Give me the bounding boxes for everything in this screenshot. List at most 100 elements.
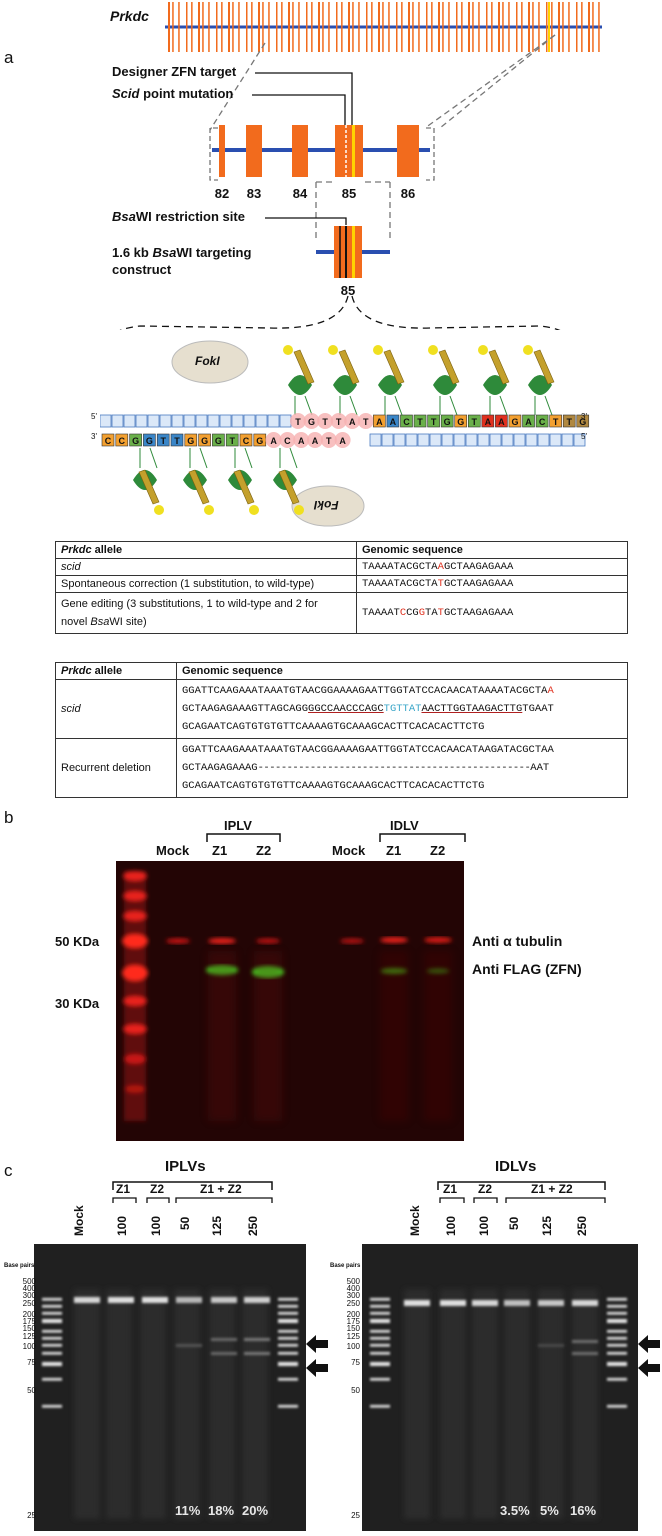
gene-exon-tick bbox=[538, 2, 540, 52]
dna-top-halo bbox=[303, 413, 320, 429]
dna-top-box bbox=[100, 414, 112, 428]
dna-bottom-base-box bbox=[156, 433, 170, 447]
dna-top-base-box bbox=[508, 414, 522, 428]
ladder-band bbox=[278, 1344, 298, 1347]
panel-label-c: c bbox=[4, 1161, 13, 1180]
ladder-band bbox=[370, 1378, 390, 1381]
gene-exon-tick bbox=[246, 2, 248, 52]
ladder-band bbox=[42, 1330, 62, 1333]
marker-50kda: 50 KDa bbox=[55, 934, 100, 949]
ladder-band bbox=[278, 1319, 298, 1323]
gene-exon-tick bbox=[268, 2, 270, 52]
ladder-band bbox=[42, 1344, 62, 1347]
ladder-band bbox=[607, 1362, 627, 1366]
ladder-band bbox=[607, 1352, 627, 1355]
ladder-band bbox=[278, 1330, 298, 1333]
gene-exon-tick bbox=[306, 2, 308, 52]
dna-top-base-box bbox=[522, 414, 535, 428]
gene-exon-tick bbox=[396, 2, 398, 52]
dna-top-base: T bbox=[472, 417, 478, 427]
ladder-label-175: 175 bbox=[346, 1317, 360, 1326]
dna-top-halo bbox=[344, 413, 361, 429]
gene-exon-tick bbox=[442, 2, 444, 52]
dna-top-box bbox=[111, 414, 124, 428]
gene-exon-tick bbox=[322, 2, 324, 52]
ladder-band bbox=[607, 1344, 627, 1347]
left-lane-dose-1: 100 bbox=[115, 1215, 129, 1236]
t1-row-scid-seq: TAAAATACGCTAAGCTAAGAGAAA bbox=[356, 558, 628, 576]
dna-top-base: G bbox=[511, 417, 518, 427]
dna-top-base-box bbox=[549, 414, 562, 428]
left-pct-1: 11% bbox=[175, 1503, 201, 1518]
arrow-right-upper bbox=[638, 1335, 660, 1353]
gene-exon-tick bbox=[216, 2, 218, 52]
zf-zinc bbox=[283, 345, 293, 355]
dna-bottom-halo bbox=[334, 432, 351, 448]
gene-exon-tick bbox=[178, 2, 180, 52]
dna-bottom-base-box bbox=[143, 433, 156, 447]
gene-exon-tick bbox=[472, 2, 474, 52]
ladder-label-200: 200 bbox=[346, 1310, 360, 1319]
panel-c-headers bbox=[112, 1181, 606, 1203]
gene-exon-tick bbox=[221, 2, 223, 52]
top-5prime: 5' bbox=[91, 412, 97, 421]
right-z1z2-label: Z1 + Z2 bbox=[531, 1182, 573, 1196]
bsawi-site-label: BsaWI restriction site bbox=[112, 209, 245, 224]
dna-top-box bbox=[183, 414, 196, 428]
right-lane-dose-5: 250 bbox=[575, 1215, 589, 1236]
left-lane-dose-4: 125 bbox=[210, 1215, 224, 1236]
dna-bottom-box bbox=[393, 433, 406, 447]
zf-sheet bbox=[533, 349, 555, 385]
dna-top-base-box bbox=[454, 414, 468, 428]
gene-exon-ticks bbox=[168, 2, 600, 52]
anti-tubulin-label: Anti α tubulin bbox=[472, 933, 563, 949]
ladder-band bbox=[370, 1330, 390, 1333]
dna-bottom-box bbox=[441, 433, 454, 447]
right-lane-dose-1: 100 bbox=[444, 1215, 458, 1236]
gene-exon-tick bbox=[546, 2, 548, 52]
ladder-label-400: 400 bbox=[346, 1284, 360, 1293]
t2-row-deletion-seq: GGATTCAAGAAATAAATGTAACGGAAAAGAATTGGTATCC… bbox=[176, 738, 628, 798]
ladder-band bbox=[42, 1337, 62, 1340]
dna-top-base-box bbox=[440, 414, 454, 428]
dna-bottom-halo bbox=[320, 432, 337, 448]
ladder-label-75: 75 bbox=[351, 1358, 360, 1367]
dna-top-base-box bbox=[427, 414, 440, 428]
dna-bottom-base: G bbox=[256, 436, 263, 446]
dna-top-box bbox=[255, 414, 268, 428]
ladder-band bbox=[370, 1305, 390, 1308]
left-arrows bbox=[306, 1335, 328, 1377]
dna-bottom-base: G bbox=[201, 436, 208, 446]
panel-label-a: a bbox=[4, 48, 14, 67]
dna-bottom-base: T bbox=[160, 436, 166, 446]
gene-exon-tick bbox=[408, 2, 410, 52]
ladder-band bbox=[42, 1362, 62, 1366]
ladder-band bbox=[607, 1305, 627, 1308]
t1-header-allele: Prkdc allele bbox=[55, 541, 357, 559]
dna-top-base-box bbox=[576, 414, 590, 428]
dna-top-base-box bbox=[562, 414, 576, 428]
zf-contact bbox=[449, 395, 458, 416]
gene-exon-tick bbox=[371, 2, 373, 52]
zf-zinc bbox=[328, 345, 338, 355]
dna-bottom-box bbox=[513, 433, 526, 447]
ladder-band bbox=[607, 1330, 627, 1333]
dna-bottom-base: A bbox=[270, 436, 277, 446]
dna-bottom-base: T bbox=[174, 436, 180, 446]
zf-zinc bbox=[294, 505, 304, 515]
iplvs-title: IPLVs bbox=[165, 1158, 206, 1175]
right-pct-3: 16% bbox=[570, 1503, 597, 1518]
gene-exon-tick bbox=[558, 2, 560, 52]
left-lane-dose-5: 250 bbox=[246, 1215, 260, 1236]
zf-sheet bbox=[438, 349, 460, 385]
dna-top-base: G bbox=[457, 417, 464, 427]
scid-mutation-label: Scid point mutation bbox=[112, 86, 234, 101]
dna-top-base-box bbox=[535, 414, 549, 428]
ladder-label-50: 50 bbox=[27, 1386, 36, 1395]
dna-bottom-box bbox=[489, 433, 502, 447]
gene-exon-tick bbox=[298, 2, 300, 52]
ladder-band bbox=[278, 1312, 298, 1315]
dna-bottom-base-box bbox=[198, 433, 211, 447]
